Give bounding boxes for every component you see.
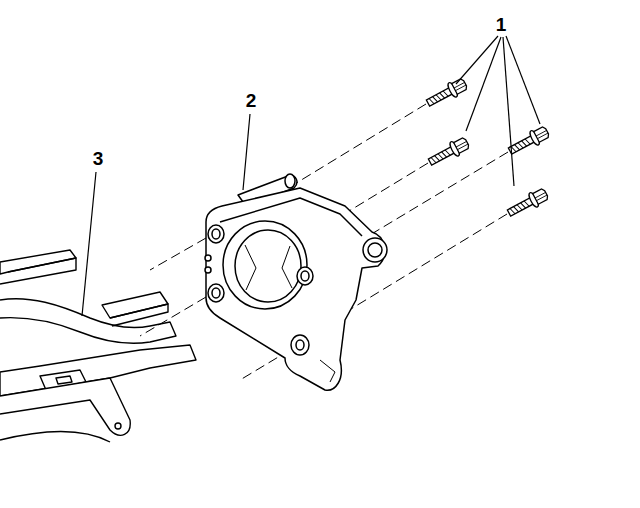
frame-rail: [0, 250, 196, 442]
callout-number: 1: [494, 14, 509, 35]
bolt: [505, 186, 550, 220]
leader-lines: [82, 36, 540, 316]
bracket: [205, 174, 387, 390]
callout-number: 2: [244, 90, 259, 111]
bolt: [426, 135, 471, 169]
bolt: [506, 124, 551, 158]
bolt: [424, 76, 469, 110]
callout-number: 3: [91, 148, 106, 169]
